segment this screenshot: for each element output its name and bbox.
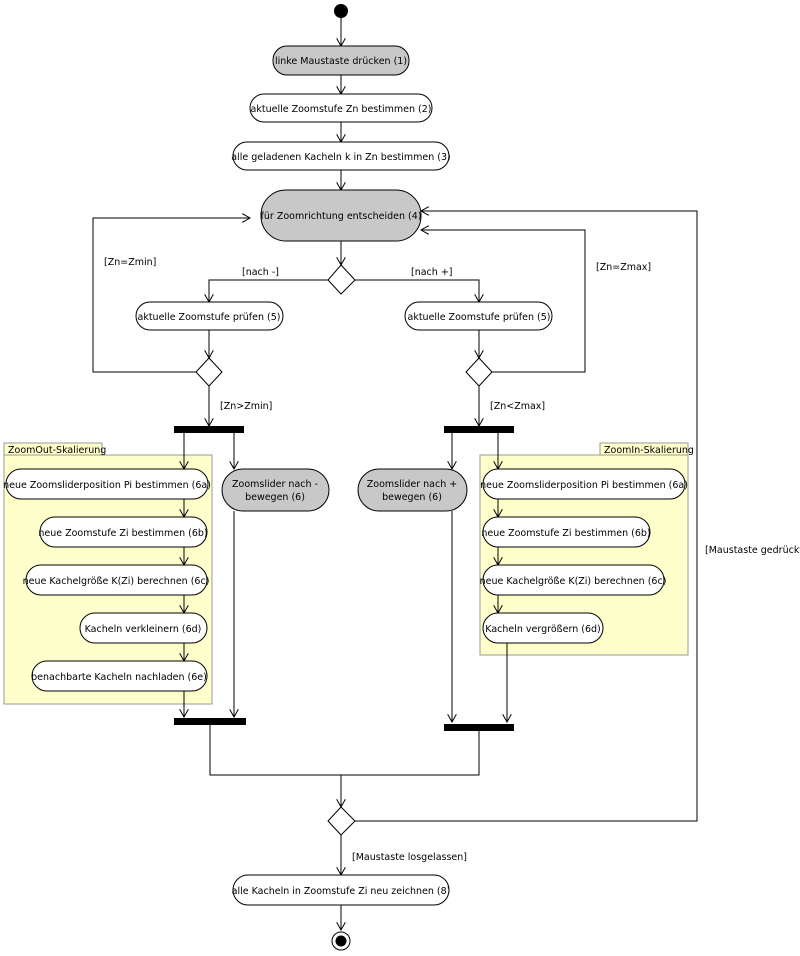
guard-nach-plus: [nach +] bbox=[411, 267, 452, 278]
action-out-6d-label: Kacheln verkleinern (6d) bbox=[85, 624, 202, 635]
action-check-zoom-right-label: aktuelle Zoomstufe prüfen (5) bbox=[408, 312, 551, 323]
action-slider-plus: Zoomslider nach + bewegen (6) bbox=[357, 468, 468, 512]
action-redraw: alle Kacheln in Zoomstufe Zi neu zeichne… bbox=[232, 874, 451, 906]
action-in-6d: Kacheln vergrößern (6d) bbox=[482, 612, 604, 644]
decision-zoom-direction bbox=[327, 264, 356, 295]
edge-decision-right bbox=[355, 279, 479, 302]
edge-decision-left bbox=[209, 279, 328, 302]
action-zoom-direction-label: für Zoomrichtung entscheiden (4) bbox=[261, 211, 422, 222]
guard-nach-minus: [nach -] bbox=[242, 267, 279, 278]
action-out-6b-label: neue Zoomstufe Zi bestimmen (6b) bbox=[38, 528, 207, 539]
action-out-6d: Kacheln verkleinern (6d) bbox=[79, 612, 208, 644]
action-slider-plus-label-2: bewegen (6) bbox=[382, 492, 442, 503]
edge-loop-pressed bbox=[355, 211, 698, 822]
guard-maustaste-losgelassen: [Maustaste losgelassen] bbox=[352, 852, 467, 863]
action-loaded-tiles: alle geladenen Kacheln k in Zn bestimmen… bbox=[231, 141, 451, 171]
action-out-6c-label: neue Kachelgröße K(Zi) berechnen (6c) bbox=[23, 576, 210, 587]
action-check-zoom-left: aktuelle Zoomstufe prüfen (5) bbox=[135, 301, 284, 331]
action-in-6c-label: neue Kachelgröße K(Zi) berechnen (6c) bbox=[480, 576, 667, 587]
action-in-6d-label: Kacheln vergrößern (6d) bbox=[485, 624, 601, 635]
action-current-zoom: aktuelle Zoomstufe Zn bestimmen (2) bbox=[249, 93, 433, 123]
end-node bbox=[331, 931, 351, 951]
action-slider-plus-label-1: Zoomslider nach + bbox=[367, 479, 457, 490]
fork-bar-right bbox=[444, 426, 514, 433]
start-node bbox=[334, 4, 348, 18]
package-zoomin-label: ZoomIn-Skalierung bbox=[604, 445, 694, 456]
guard-zn-zmax: [Zn=Zmax] bbox=[596, 262, 651, 273]
action-slider-minus: Zoomslider nach - bewegen (6) bbox=[221, 468, 330, 512]
edge-join-right-merge bbox=[341, 731, 480, 776]
join-bar-left bbox=[174, 718, 246, 725]
decision-check-left bbox=[195, 357, 223, 387]
action-out-6e-label: benachbarte Kacheln nachladen (6e) bbox=[31, 672, 207, 683]
action-slider-minus-label-1: Zoomslider nach - bbox=[232, 479, 318, 490]
decision-check-right bbox=[465, 357, 493, 387]
action-loaded-tiles-label: alle geladenen Kacheln k in Zn bestimmen… bbox=[231, 152, 451, 163]
action-press-mouse-label: linke Maustaste drücken (1) bbox=[275, 56, 407, 67]
fork-bar-left bbox=[174, 426, 244, 433]
decision-mouse-state bbox=[327, 806, 356, 836]
join-bar-right bbox=[444, 724, 514, 731]
action-in-6c: neue Kachelgröße K(Zi) berechnen (6c) bbox=[480, 564, 667, 596]
action-in-6b-label: neue Zoomstufe Zi bestimmen (6b) bbox=[481, 528, 650, 539]
edge-loop-zmin bbox=[92, 218, 250, 373]
package-zoomout-label: ZoomOut-Skalierung bbox=[8, 445, 106, 456]
action-redraw-label: alle Kacheln in Zoomstufe Zi neu zeichne… bbox=[232, 886, 451, 897]
action-in-6b: neue Zoomstufe Zi bestimmen (6b) bbox=[481, 516, 651, 548]
edges bbox=[92, 18, 698, 930]
action-zoom-direction: für Zoomrichtung entscheiden (4) bbox=[260, 189, 422, 242]
action-out-6a-label: neue Zoomsliderposition Pi bestimmen (6a… bbox=[3, 480, 211, 491]
action-out-6e: benachbarte Kacheln nachladen (6e) bbox=[31, 660, 208, 692]
action-in-6a: neue Zoomsliderposition Pi bestimmen (6a… bbox=[480, 468, 688, 500]
action-in-6a-label: neue Zoomsliderposition Pi bestimmen (6a… bbox=[480, 480, 688, 491]
edge-join-left-merge bbox=[209, 725, 341, 807]
action-check-zoom-left-label: aktuelle Zoomstufe prüfen (5) bbox=[138, 312, 281, 323]
guard-zn-zmin: [Zn=Zmin] bbox=[104, 257, 156, 268]
guard-maustaste-gedrueckt: [Maustaste gedrückt] bbox=[705, 545, 800, 556]
guard-zn-lt-zmax: [Zn<Zmax] bbox=[490, 401, 545, 412]
action-out-6a: neue Zoomsliderposition Pi bestimmen (6a… bbox=[3, 468, 211, 500]
action-current-zoom-label: aktuelle Zoomstufe Zn bestimmen (2) bbox=[251, 104, 432, 115]
edge-loop-zmax bbox=[421, 230, 586, 373]
action-out-6c: neue Kachelgröße K(Zi) berechnen (6c) bbox=[23, 564, 210, 596]
guard-zn-gt-zmin: [Zn>Zmin] bbox=[220, 401, 272, 412]
action-out-6b: neue Zoomstufe Zi bestimmen (6b) bbox=[38, 516, 208, 548]
action-press-mouse: linke Maustaste drücken (1) bbox=[272, 45, 410, 76]
action-slider-minus-label-2: bewegen (6) bbox=[245, 492, 305, 503]
action-check-zoom-right: aktuelle Zoomstufe prüfen (5) bbox=[404, 301, 553, 331]
